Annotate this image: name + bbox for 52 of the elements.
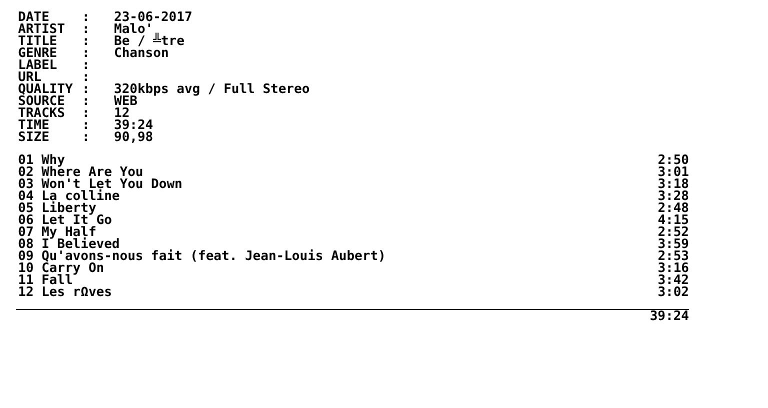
field-value: Malo' [114,24,154,36]
track-title: 10 Carry On [18,263,104,275]
track-title: 12 Les rΩves [18,287,112,299]
field-name: QUALITY [18,84,73,96]
track-duration: 3:28 [658,191,689,203]
separator: : [82,60,90,72]
track-title: 02 Where Are You [18,167,144,179]
field-name: TIME [18,120,50,132]
separator: : [82,120,90,132]
track-duration: 3:02 [658,287,689,299]
field-name: SIZE [18,132,50,144]
track-title: 11 Fall [18,275,73,287]
field-name: GENRE [18,48,58,60]
track-title: 09 Qu'avons-nous fait (feat. Jean-Louis Aubert) [18,251,386,263]
separator: : [82,48,90,60]
track-duration: 3:01 [658,167,689,179]
separator: : [82,72,90,84]
separator: : [82,24,90,36]
separator: : [82,96,90,108]
track-title: 08 I Believed [18,239,120,251]
track-duration: 2:48 [658,203,689,215]
separator: : [82,132,90,144]
field-value: 90,98 [114,132,154,144]
field-name: TRACKS [18,108,65,120]
track-duration: 2:53 [658,251,689,263]
field-name: SOURCE [18,96,65,108]
field-name: URL [18,72,42,84]
track-duration: 4:15 [658,215,689,227]
track-duration: 3:18 [658,179,689,191]
separator: : [82,108,90,120]
track-duration: 2:52 [658,227,689,239]
track-title: 06 Let It Go [18,215,112,227]
field-value: Chanson [114,48,169,60]
track-title: 01 Why [18,155,65,167]
field-value: 320kbps avg / Full Stereo [114,84,310,96]
track-duration: 2:50 [658,155,689,167]
field-name: TITLE [18,36,58,48]
field-value: 23-06-2017 [114,12,192,24]
field-name: LABEL [18,60,58,72]
separator: : [82,84,90,96]
track-duration: 3:16 [658,263,689,275]
field-value: 39:24 [114,120,154,132]
track-title: 05 Liberty [18,203,96,215]
field-name: DATE [18,12,50,24]
track-duration: 3:59 [658,239,689,251]
separator: : [82,12,90,24]
separator: : [82,36,90,48]
field-value: WEB [114,96,138,108]
track-duration: 3:42 [658,275,689,287]
field-name: ARTIST [18,24,65,36]
total-duration: 39:24 [650,311,689,323]
field-value: 12 [114,108,130,120]
